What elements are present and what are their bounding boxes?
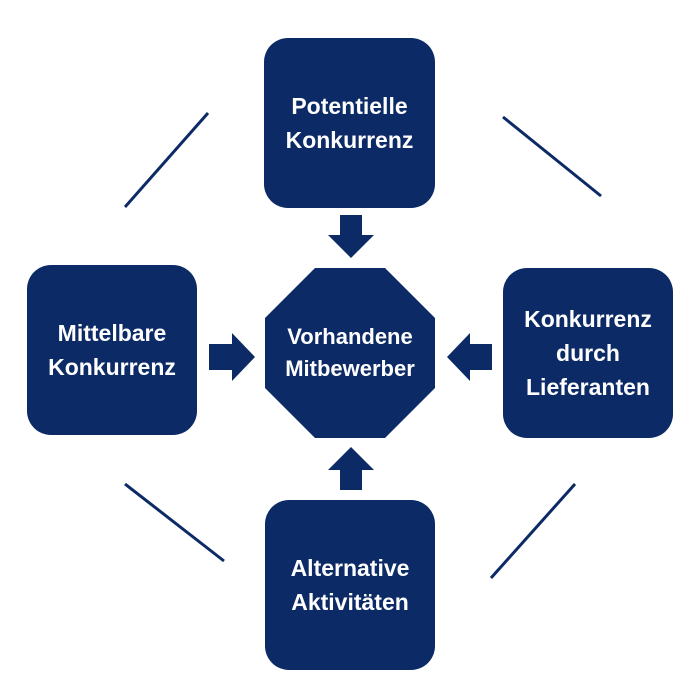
connector-line-top-right	[502, 115, 602, 198]
arrow-right-icon	[209, 333, 255, 381]
connector-line-top-left	[123, 112, 210, 208]
node-indirect-competition: Mittelbare Konkurrenz	[27, 265, 197, 435]
node-supplier-competition: Konkurrenz durch Lieferanten	[503, 268, 673, 438]
arrow-down-icon	[328, 215, 374, 258]
connector-line-bottom-right	[489, 483, 577, 579]
node-potential-competition: Potentielle Konkurrenz	[264, 38, 435, 208]
node-label: Mittelbare Konkurrenz	[48, 320, 176, 380]
node-label: Alternative Aktivitäten	[290, 555, 410, 615]
connector-line-bottom-left	[124, 482, 225, 563]
center-label: Vorhandene Mitbewerber	[285, 324, 415, 381]
node-label: Konkurrenz durch Lieferanten	[524, 306, 652, 400]
center-octagon	[265, 268, 435, 438]
arrow-left-icon	[447, 333, 492, 381]
node-label: Potentielle Konkurrenz	[285, 93, 414, 153]
arrow-up-icon	[328, 447, 374, 490]
node-alternative-activities: Alternative Aktivitäten	[265, 500, 435, 670]
